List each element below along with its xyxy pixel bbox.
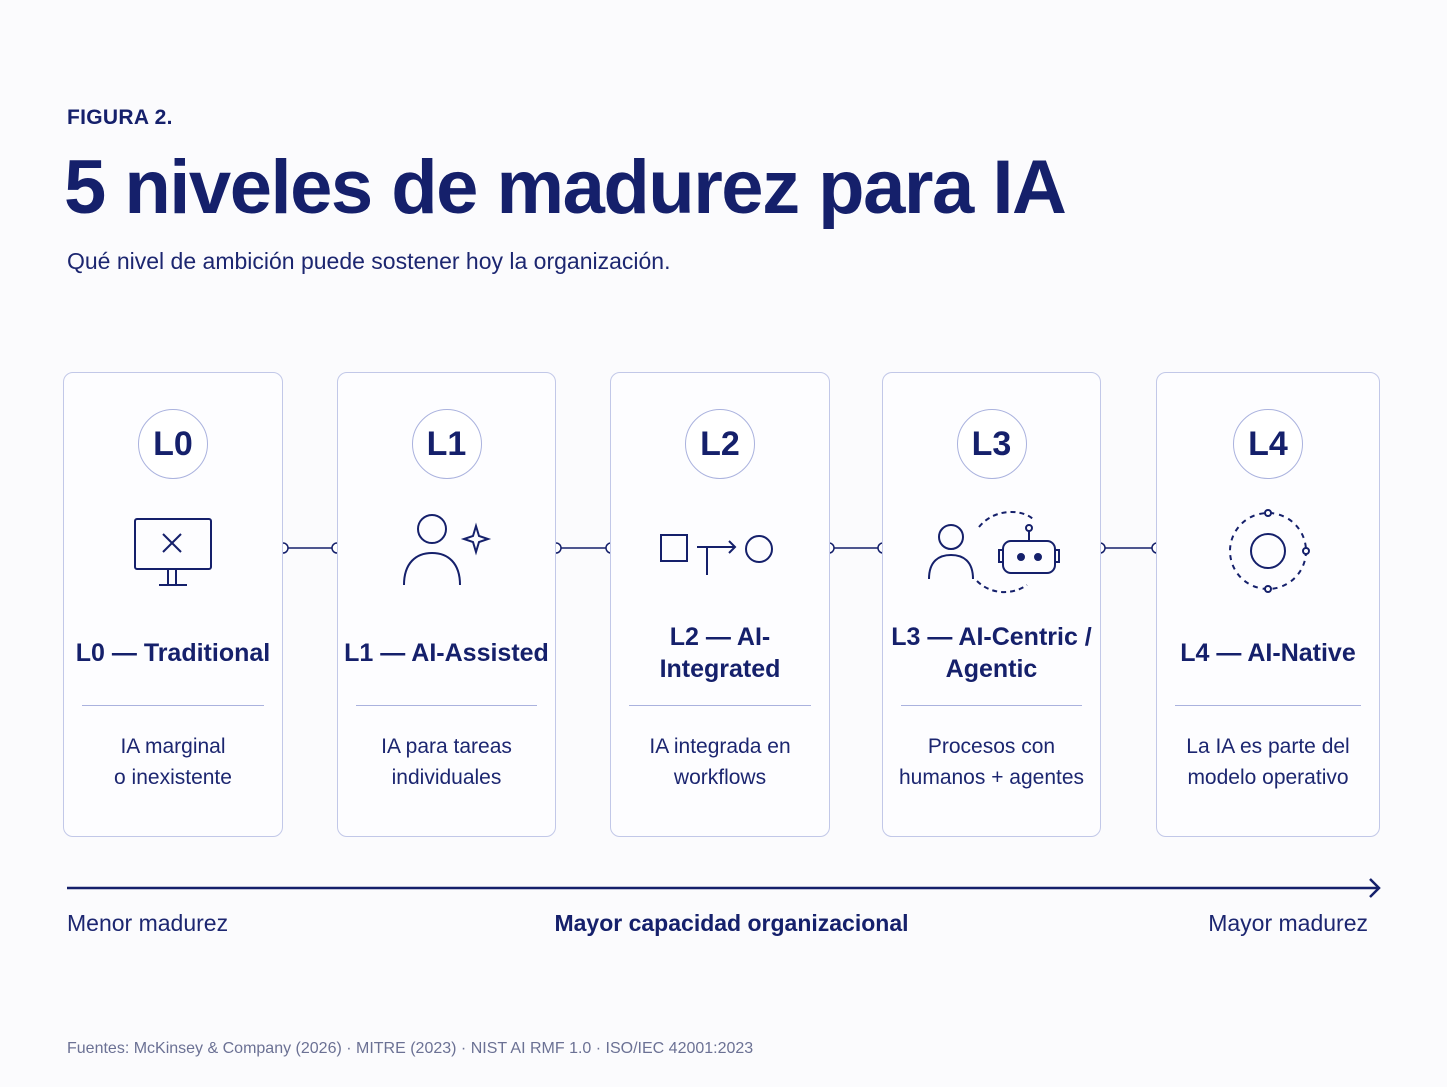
level-card-l3: L3 L3 — AI-Centric / Agentic Procesos co… [882,372,1101,837]
divider [629,705,811,706]
level-title: L1 — AI-Assisted [344,639,549,667]
connector-l1-l2 [550,542,617,554]
page-title: 5 niveles de madurez para IA [64,145,1067,230]
connector-l0-l1 [277,542,343,554]
divider [1175,705,1361,706]
person-robot-icon [927,510,1060,593]
axis-label-right: Mayor madurez [1208,910,1368,936]
subtitle: Qué nivel de ambición puede sostener hoy… [67,248,671,274]
orbit-icon [1229,509,1310,593]
level-badge: L1 [411,409,482,479]
maturity-axis-arrow [67,878,1381,898]
level-title: L0 — Traditional [75,639,271,667]
axis-label-center: Mayor capacidad organizacional [554,910,909,936]
workflow-icon [660,534,773,575]
level-badge: L2 [685,409,755,479]
level-title: L2 — AI-Integrated [659,623,781,683]
figure-label: FIGURA 2. [67,106,173,129]
level-title: L3 — AI-Centric / Agentic [891,623,1092,683]
connector-l2-l3 [823,542,889,554]
axis-label-left: Menor madurez [67,910,229,936]
level-badge: L4 [1233,409,1303,479]
divider [901,705,1082,706]
divider [82,705,264,706]
connector-l3-l4 [1094,542,1163,554]
sources-footnote: Fuentes: McKinsey & Company (2026) · MIT… [67,1040,754,1057]
person-sparkle-icon [402,514,491,586]
divider [356,705,537,706]
level-badge: L3 [956,409,1027,479]
level-badge: L0 [138,409,208,479]
monitor-x-icon [134,518,212,586]
level-title: L4 — AI-Native [1180,639,1356,667]
